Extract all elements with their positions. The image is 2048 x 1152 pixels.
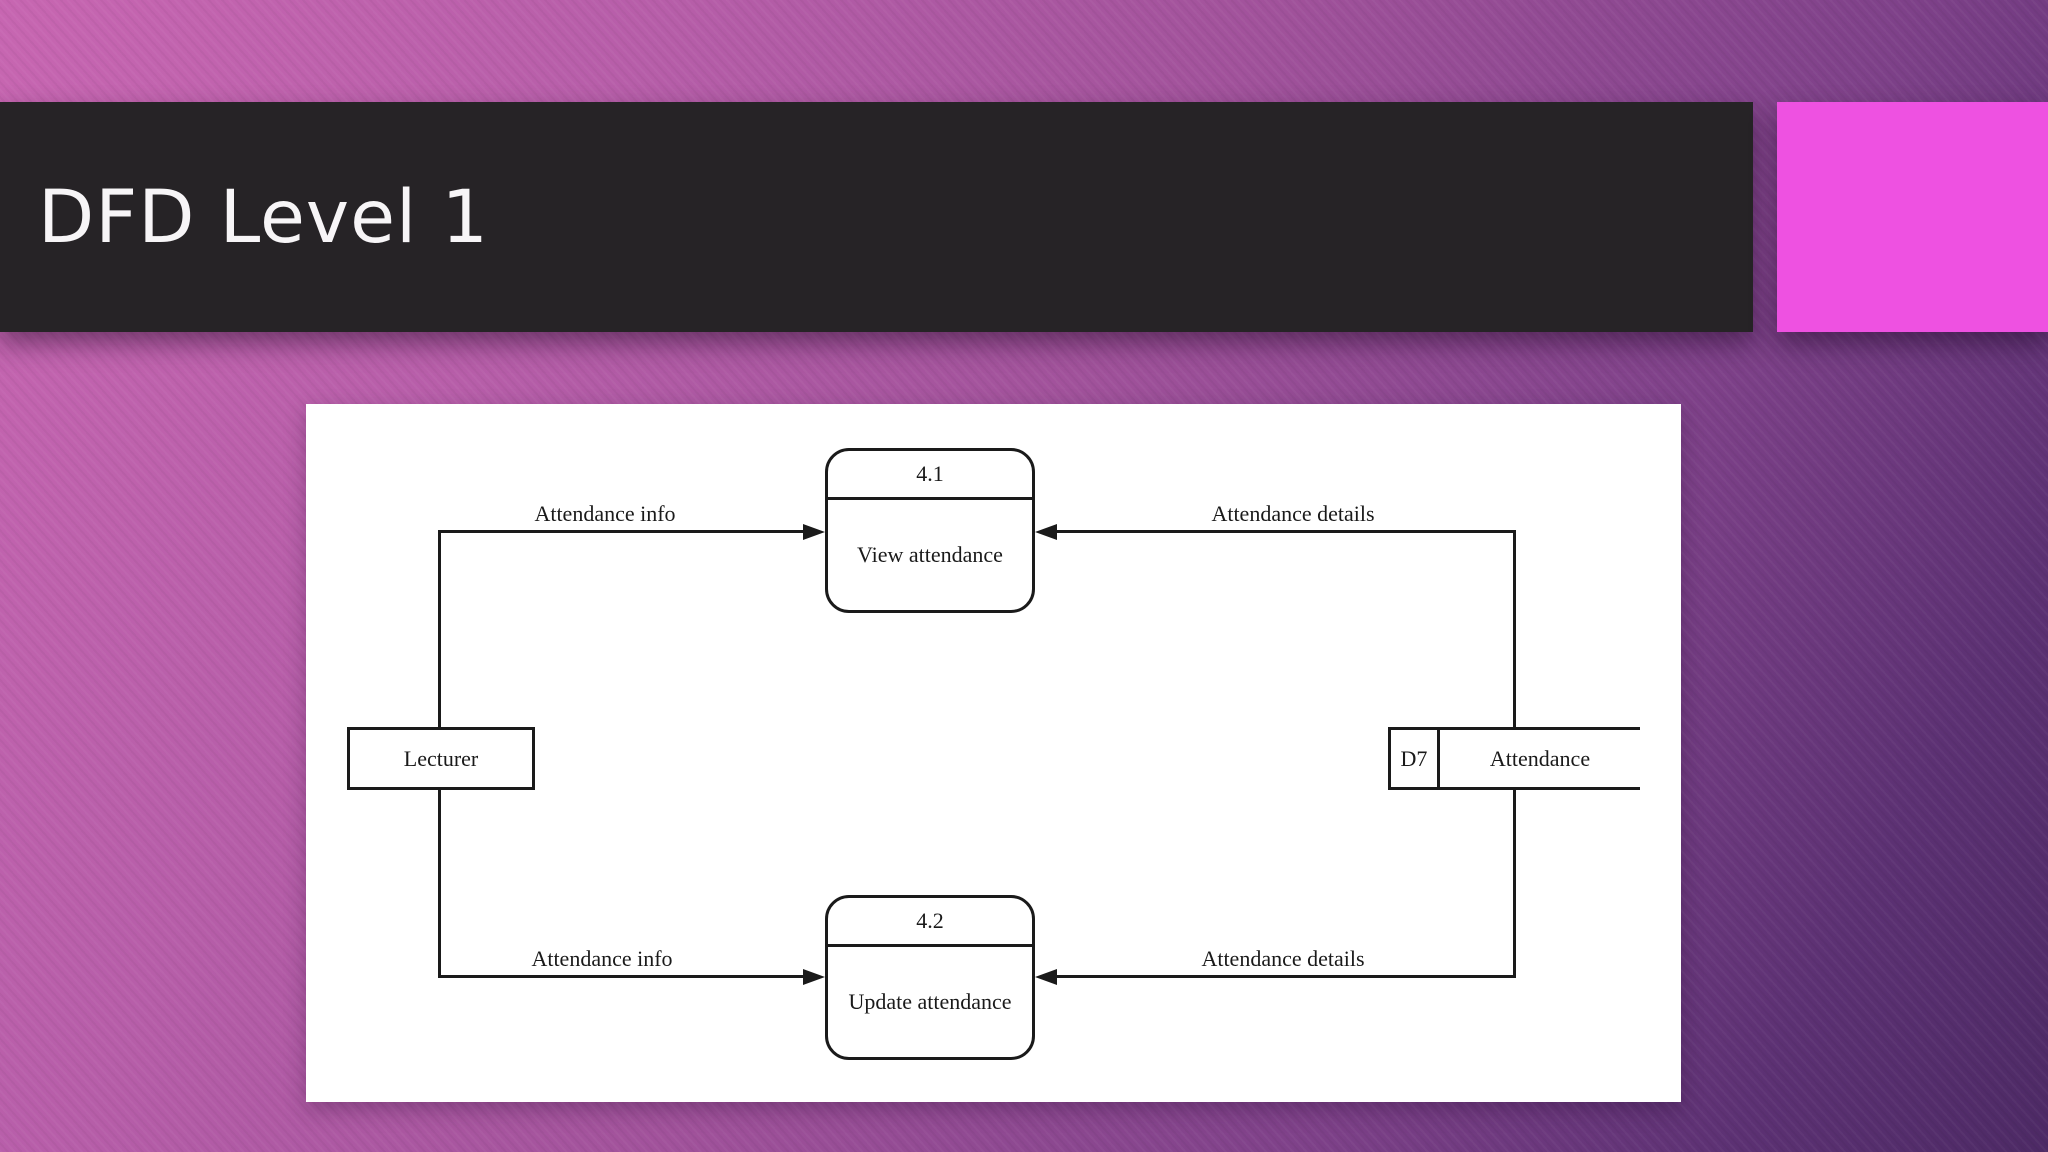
process-number-header: 4.1	[828, 451, 1032, 500]
title-banner: DFD Level 1	[0, 102, 1753, 332]
flow-arrowhead-right	[803, 969, 825, 985]
process-view-attendance: 4.1 View attendance	[825, 448, 1035, 613]
diagram-canvas: Lecturer 4.1 View attendance 4.2 Update …	[306, 404, 1681, 1102]
flow-arrowhead-left	[1035, 969, 1057, 985]
flow-line-lecturer-up	[438, 530, 441, 727]
external-entity-lecturer: Lecturer	[347, 727, 535, 790]
data-store-label: Attendance	[1489, 745, 1591, 771]
accent-square	[1777, 102, 2048, 332]
flow-arrowhead-left	[1035, 524, 1057, 540]
flow-line-lecturer-to-update	[438, 975, 805, 978]
process-number-header: 4.2	[828, 898, 1032, 947]
flow-arrowhead-right	[803, 524, 825, 540]
flow-line-lecturer-down	[438, 790, 441, 978]
flow-label-attendance-details-top: Attendance details	[1211, 501, 1375, 526]
data-store-id: D7	[1400, 745, 1428, 771]
process-update-attendance: 4.2 Update attendance	[825, 895, 1035, 1060]
process-label: Update attendance	[848, 989, 1012, 1014]
flow-line-store-to-update	[1057, 975, 1516, 978]
flow-line-lecturer-to-view	[438, 530, 805, 533]
flow-label-attendance-info-top: Attendance info	[534, 501, 676, 526]
data-store-attendance: Attendance	[1440, 727, 1640, 790]
flow-label-attendance-info-bottom: Attendance info	[531, 946, 673, 971]
process-body: View attendance	[828, 500, 1032, 610]
process-label: View attendance	[857, 542, 1003, 567]
data-store-id-box: D7	[1388, 727, 1440, 790]
flow-label-attendance-details-bottom: Attendance details	[1201, 946, 1365, 971]
process-number: 4.1	[916, 461, 944, 486]
process-number: 4.2	[916, 908, 944, 933]
flow-line-store-up	[1513, 530, 1516, 727]
flow-line-store-to-view	[1057, 530, 1516, 533]
process-body: Update attendance	[828, 947, 1032, 1057]
external-entity-label: Lecturer	[403, 745, 479, 771]
slide-title: DFD Level 1	[38, 174, 489, 260]
flow-line-store-down	[1513, 790, 1516, 978]
